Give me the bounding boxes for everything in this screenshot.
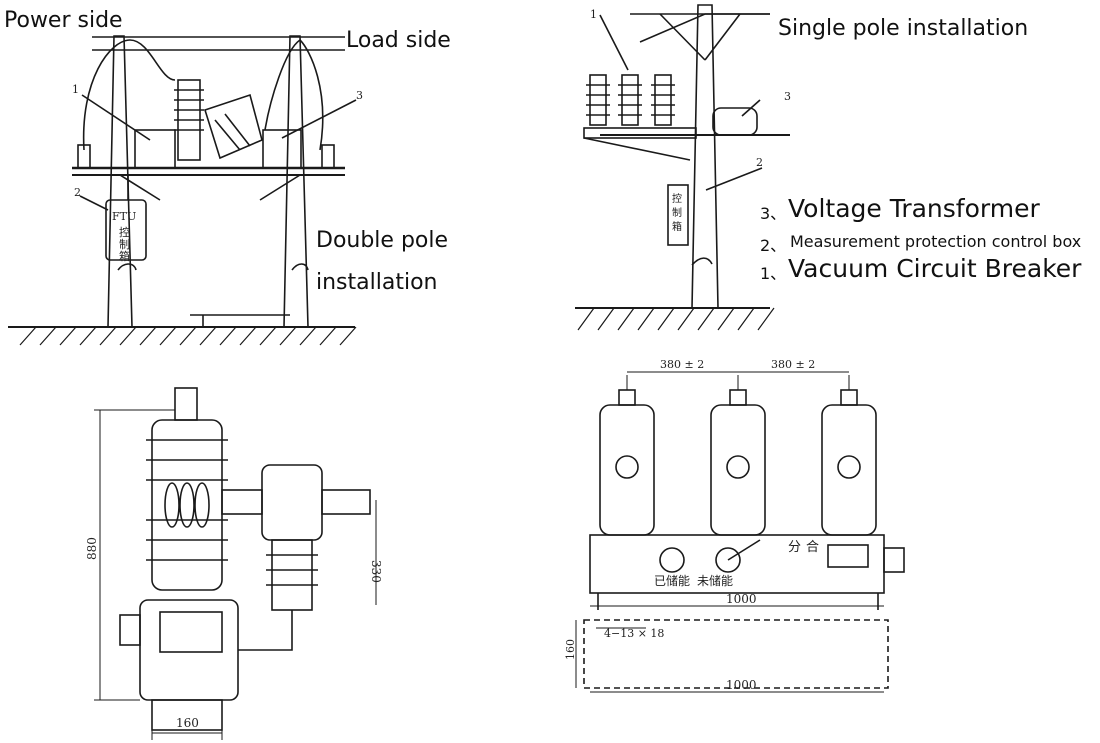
double-pole-label: Double pole — [316, 228, 449, 253]
single-box-char-3: 箱 — [672, 220, 682, 233]
dim-plan-depth: 160 — [564, 639, 577, 660]
dim-height-total: 880 — [85, 537, 99, 560]
legend-1-text: Vacuum Circuit Breaker — [788, 254, 1082, 283]
installation-label: installation — [316, 270, 438, 295]
charged-indicator: 已储能 — [654, 573, 690, 588]
single-box-char-1: 控 — [672, 192, 682, 205]
dim-phase-spacing-left: 380 ± 2 — [660, 358, 704, 371]
control-box-char-1: 控 — [119, 225, 130, 239]
dim-width-base: 160 — [176, 716, 199, 730]
legend-2-number: 2、 — [760, 236, 787, 255]
control-box-char-2: 制 — [119, 238, 130, 251]
single-pole-label: Single pole installation — [778, 16, 1029, 41]
single-box-char-2: 制 — [672, 206, 682, 219]
callout-2-double: 2 — [74, 186, 81, 199]
legend-1-number: 1、 — [760, 264, 787, 283]
callout-3-double: 3 — [356, 89, 363, 102]
dim-height-pt: 330 — [369, 560, 383, 583]
dim-mount-holes: 4−13 × 18 — [604, 627, 664, 640]
front-view-drawing — [575, 371, 905, 693]
control-box-char-3: 箱 — [119, 249, 130, 263]
close-indicator: 合 — [806, 540, 819, 555]
dim-plan-width: 1000 — [726, 678, 757, 692]
callout-1-single: 1 — [590, 8, 597, 21]
callout-2-single: 2 — [756, 156, 763, 169]
double-pole-drawing — [8, 35, 357, 346]
callout-1-double: 1 — [72, 83, 79, 96]
ftu-label: FTU — [112, 210, 136, 223]
open-indicator: 分 — [788, 540, 801, 555]
power-side-label: Power side — [4, 8, 123, 33]
callout-3-single: 3 — [784, 90, 791, 103]
side-view-drawing — [94, 387, 377, 740]
legend-2-text: Measurement protection control box — [790, 232, 1082, 251]
uncharged-indicator: 未储能 — [697, 573, 733, 588]
dim-front-width: 1000 — [726, 592, 757, 606]
dim-phase-spacing-right: 380 ± 2 — [771, 358, 815, 371]
load-side-label: Load side — [346, 28, 451, 53]
legend-3-number: 3、 — [760, 204, 787, 223]
legend-3-text: Voltage Transformer — [788, 194, 1040, 223]
single-pole-drawing — [575, 4, 790, 331]
